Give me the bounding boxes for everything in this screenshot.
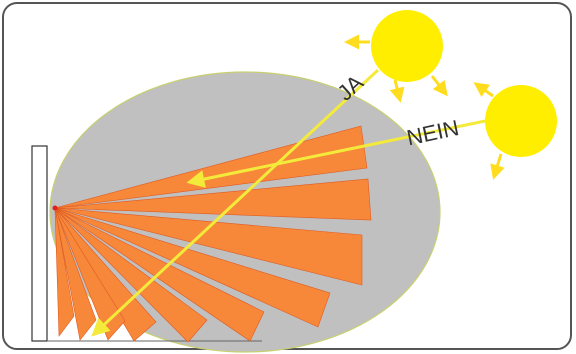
slat xyxy=(54,207,75,337)
sun-arrow xyxy=(473,82,494,98)
sun-arrow xyxy=(430,75,448,97)
slat xyxy=(54,207,363,286)
sun-icon xyxy=(473,82,557,180)
sun-disc xyxy=(485,85,557,157)
slat xyxy=(54,207,331,328)
ray-ja xyxy=(91,68,380,337)
sun-icon xyxy=(344,10,448,103)
wall-post xyxy=(31,145,48,342)
slat xyxy=(54,207,126,341)
ray-nein xyxy=(186,118,491,188)
sun-disc xyxy=(371,10,443,82)
sun-arrow xyxy=(490,153,505,180)
slat-pivot xyxy=(52,205,58,211)
slat xyxy=(54,207,208,343)
slat-fan xyxy=(54,125,372,343)
sun-arrow xyxy=(389,79,405,103)
slat xyxy=(54,178,372,221)
slat xyxy=(54,207,97,341)
